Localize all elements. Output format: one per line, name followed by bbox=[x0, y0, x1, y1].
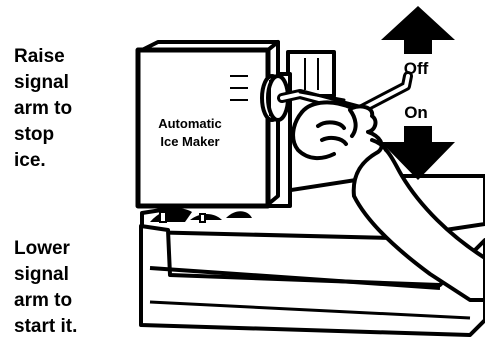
arrow-down-icon bbox=[381, 126, 455, 180]
device-label-line2: Ice Maker bbox=[160, 134, 219, 149]
device-label-line1: Automatic bbox=[158, 116, 222, 131]
raise-instruction-line: arm to bbox=[14, 98, 73, 119]
lower-instruction-line: arm to bbox=[14, 290, 73, 311]
arrow-up-icon bbox=[381, 6, 455, 54]
raise-instruction-line: signal bbox=[14, 72, 69, 93]
raise-instruction-line: ice. bbox=[14, 150, 46, 171]
raise-instruction-line: Raise bbox=[14, 46, 65, 67]
raise-instruction: Raise signal arm to stop ice. bbox=[14, 44, 72, 174]
on-label: On bbox=[404, 103, 428, 122]
lower-instruction-line: start it. bbox=[14, 316, 78, 337]
raise-instruction-line: stop bbox=[14, 124, 55, 145]
ice-cubes bbox=[150, 208, 252, 223]
lower-instruction: Lower signal arm to start it. bbox=[14, 236, 77, 340]
hand-icon bbox=[291, 100, 485, 302]
lower-instruction-line: signal bbox=[14, 264, 69, 285]
lower-instruction-line: Lower bbox=[14, 238, 70, 259]
off-label: Off bbox=[404, 59, 429, 78]
ice-bin bbox=[139, 224, 485, 337]
ice-maker-body bbox=[135, 40, 280, 209]
